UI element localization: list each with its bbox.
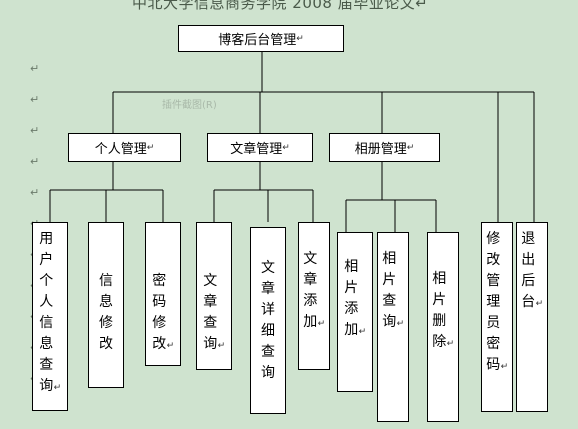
paragraph-mark: ↵ — [446, 339, 455, 349]
paragraph-mark: ↵ — [146, 142, 155, 153]
leaf-node: 用户个人信息查询↵ — [32, 222, 68, 411]
leaf-label: 密码修改 — [152, 273, 167, 352]
paragraph-mark: ↵ — [30, 62, 40, 75]
group-node-personal: 个人管理↵ — [68, 133, 181, 162]
leaf-label: 信息修改 — [99, 273, 113, 352]
document-header: 中北大学信息商务学院 2008 届毕业论文↵ — [132, 0, 429, 12]
group-node-album: 相册管理↵ — [329, 133, 440, 162]
leaf-node: 相片查询↵ — [377, 232, 409, 422]
paragraph-mark: ↵ — [535, 299, 544, 309]
paragraph-mark: ↵ — [217, 341, 226, 351]
paragraph-mark: ↵ — [396, 319, 405, 329]
leaf-node: 密码修改↵ — [145, 222, 181, 366]
leaf-label: 相片查询 — [382, 251, 397, 330]
leaf-label: 文章详细查询 — [261, 260, 275, 381]
leaf-node: 文章添加↵ — [298, 222, 330, 370]
group-node-article: 文章管理↵ — [207, 133, 313, 162]
leaf-node: 退出后台↵ — [516, 222, 548, 412]
leaf-node: 修改管理员密码↵ — [481, 222, 513, 412]
leaf-node: 文章查询↵ — [196, 222, 232, 370]
leaf-label: 文章查询 — [203, 273, 218, 352]
paragraph-mark: ↵ — [358, 327, 367, 337]
leaf-node: 相片添加↵ — [337, 232, 373, 392]
paragraph-mark: ↵ — [166, 341, 175, 351]
paragraph-mark: ↵ — [30, 186, 40, 199]
leaf-label: 修改管理员密码 — [486, 231, 501, 373]
paragraph-mark: ↵ — [53, 383, 62, 393]
leaf-label: 相片删除 — [432, 271, 447, 350]
paragraph-mark: ↵ — [406, 142, 415, 153]
leaf-label: 文章添加 — [303, 251, 318, 330]
leaf-node: 信息修改 — [88, 222, 124, 388]
leaf-label: 相片添加 — [344, 259, 359, 338]
paragraph-mark: ↵ — [296, 33, 304, 44]
paragraph-mark: ↵ — [500, 362, 509, 372]
group-label: 相册管理 — [354, 142, 407, 157]
paragraph-mark: ↵ — [30, 155, 40, 168]
leaf-node: 文章详细查询 — [250, 227, 286, 414]
paragraph-mark: ↵ — [30, 124, 40, 137]
group-label: 个人管理 — [94, 142, 147, 157]
root-node: 博客后台管理↵ — [178, 25, 344, 52]
leaf-label: 退出后台 — [521, 231, 536, 310]
watermark-text: 插件截图(R) — [162, 100, 217, 111]
leaf-label: 用户个人信息查询 — [39, 231, 54, 394]
leaf-node: 相片删除↵ — [427, 232, 459, 422]
group-label: 文章管理 — [230, 142, 283, 157]
root-label: 博客后台管理 — [218, 33, 297, 48]
paragraph-mark: ↵ — [30, 93, 40, 106]
paragraph-mark: ↵ — [317, 319, 326, 329]
paragraph-mark: ↵ — [282, 142, 290, 153]
